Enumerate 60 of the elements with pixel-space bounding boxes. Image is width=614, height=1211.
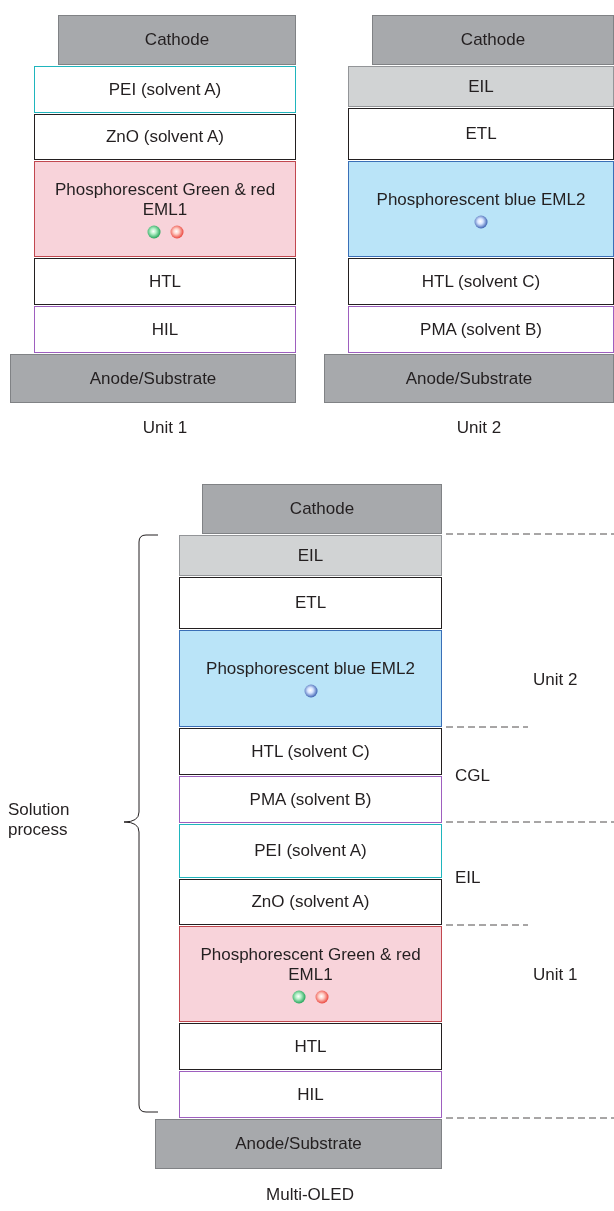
layer-group-label: EIL bbox=[455, 868, 481, 888]
layer-label: HTL (solvent C) bbox=[251, 741, 370, 762]
layer-label: HTL (solvent C) bbox=[421, 271, 541, 292]
layer-label: Anode/Substrate bbox=[235, 1134, 362, 1154]
layer-label: HIL bbox=[297, 1084, 324, 1105]
unit-caption: Unit 2 bbox=[456, 418, 502, 438]
layer-box bbox=[348, 161, 614, 257]
layer-label: Phosphorescent Green & red EML1 bbox=[199, 944, 422, 985]
layer-label: Cathode bbox=[460, 30, 526, 50]
unit-caption: Unit 1 bbox=[142, 418, 188, 438]
unit-label: Unit 2 bbox=[533, 670, 578, 690]
layer-label: HIL bbox=[151, 319, 179, 340]
layer-box bbox=[179, 879, 442, 925]
layer-box bbox=[10, 354, 296, 403]
layer-box bbox=[34, 114, 296, 160]
layer-label: HTL bbox=[148, 271, 182, 292]
layer-box bbox=[179, 776, 442, 823]
layer-label: PMA (solvent B) bbox=[249, 789, 372, 810]
layer-box bbox=[179, 535, 442, 576]
layer-box bbox=[34, 306, 296, 353]
layer-label: Cathode bbox=[144, 30, 210, 50]
layer-box bbox=[34, 161, 296, 257]
layer-box bbox=[58, 15, 296, 65]
layer-box bbox=[202, 484, 442, 534]
layer-box bbox=[179, 1023, 442, 1070]
layer-box bbox=[179, 630, 442, 727]
layer-box bbox=[348, 258, 614, 305]
layer-label: ZnO (solvent A) bbox=[251, 892, 370, 912]
layer-label: Phosphorescent Green & red EML1 bbox=[53, 179, 277, 220]
layer-box bbox=[179, 577, 442, 629]
layer-label: PEI (solvent A) bbox=[254, 841, 367, 861]
unit-label: Unit 1 bbox=[533, 965, 578, 985]
layer-label: PMA (solvent B) bbox=[420, 319, 542, 340]
layer-label: Anode/Substrate bbox=[89, 368, 217, 389]
layer-label: PEI (solvent A) bbox=[108, 79, 222, 100]
device-caption: Multi-OLED bbox=[266, 1185, 354, 1205]
layer-group-label: CGL bbox=[455, 766, 490, 786]
layer-label: EIL bbox=[468, 76, 494, 97]
layer-box bbox=[348, 66, 614, 107]
layer-box bbox=[179, 728, 442, 775]
layer-box bbox=[348, 306, 614, 353]
layer-box bbox=[34, 258, 296, 305]
layer-label: EIL bbox=[297, 545, 324, 566]
layer-label: Anode/Substrate bbox=[405, 368, 533, 389]
layer-box bbox=[34, 66, 296, 113]
layer-box bbox=[155, 1119, 442, 1169]
layer-label: ETL bbox=[294, 593, 327, 613]
layer-box bbox=[348, 108, 614, 160]
layer-label: Phosphorescent blue EML2 bbox=[206, 659, 415, 679]
layer-box bbox=[179, 926, 442, 1022]
layer-label: HTL bbox=[294, 1036, 327, 1057]
layer-box bbox=[372, 15, 614, 65]
bracket-label: Solution process bbox=[8, 800, 71, 840]
layer-box bbox=[324, 354, 614, 403]
layer-box bbox=[179, 824, 442, 878]
layer-box bbox=[179, 1071, 442, 1118]
layer-label: Phosphorescent blue EML2 bbox=[376, 189, 586, 210]
layer-label: Cathode bbox=[289, 499, 355, 519]
layer-label: ETL bbox=[465, 124, 497, 144]
layer-label: ZnO (solvent A) bbox=[105, 127, 225, 147]
